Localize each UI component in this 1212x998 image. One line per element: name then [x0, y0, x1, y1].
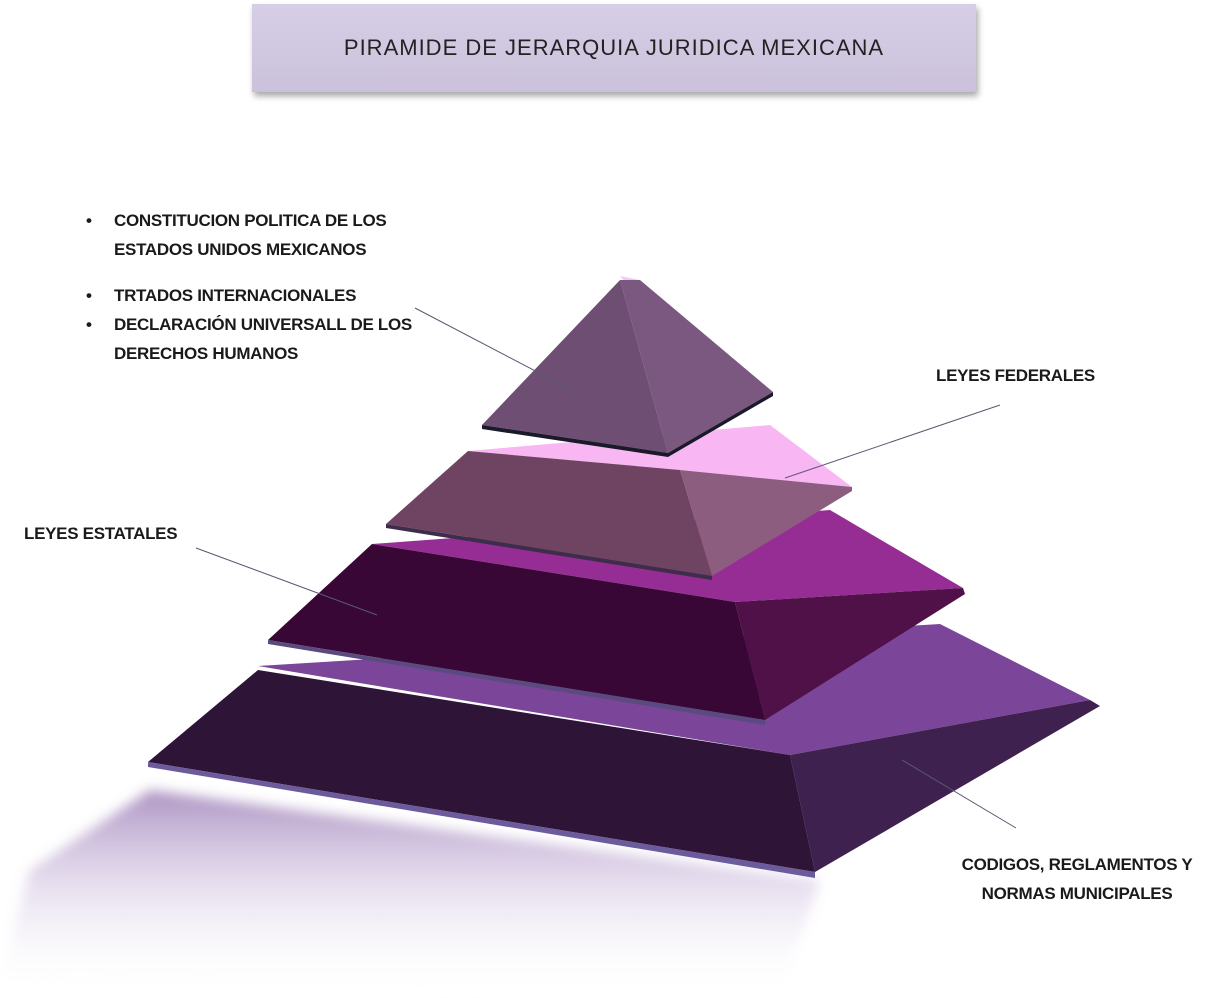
label-tratados: TRTADOS INTERNACIONALES [86, 281, 426, 310]
tier-third-front [268, 544, 765, 720]
tier-third-edge [268, 640, 765, 725]
label-leyes-estatales: LEYES ESTATALES [24, 524, 178, 543]
tier-second-right [680, 470, 852, 576]
leader-line-base [901, 759, 1017, 829]
leader-line-top [414, 307, 569, 389]
title-box: PIRAMIDE DE JERARQUIA JURIDICA MEXICANA [252, 4, 976, 92]
tier-base-edge [148, 762, 815, 878]
tier-top-right [620, 280, 773, 453]
label-codigos-line-1: CODIGOS, REGLAMENTOS Y [961, 855, 1193, 874]
label-leyes-federales: LEYES FEDERALES [936, 366, 1095, 385]
tier-second-edge [386, 524, 712, 580]
tier-second-top [468, 425, 852, 487]
label-codigos: CODIGOS, REGLAMENTOS Y NORMAS MUNICIPALE… [944, 850, 1210, 908]
label-codigos-line-2: NORMAS MUNICIPALES [981, 884, 1173, 903]
pyramid-tier-top [482, 276, 773, 457]
label-constitucion: CONSTITUCION POLITICA DE LOS ESTADOS UNI… [86, 206, 426, 264]
tier-third-right [735, 588, 965, 720]
leader-line-federal [784, 404, 1001, 479]
top-tier-labels: CONSTITUCION POLITICA DE LOS ESTADOS UNI… [86, 206, 426, 368]
leader-line-state [195, 547, 378, 616]
label-declaracion: DECLARACIÓN UNIVERSALL DE LOS DERECHOS H… [86, 310, 426, 368]
pyramid-tier-third [268, 510, 965, 725]
tier-top-front [482, 280, 668, 453]
tier-base-front [148, 670, 815, 872]
diagram-title: PIRAMIDE DE JERARQUIA JURIDICA MEXICANA [343, 35, 885, 60]
tier-second-front [386, 451, 712, 576]
pyramid-tier-second [386, 425, 852, 580]
pyramid-shadow [0, 790, 820, 998]
